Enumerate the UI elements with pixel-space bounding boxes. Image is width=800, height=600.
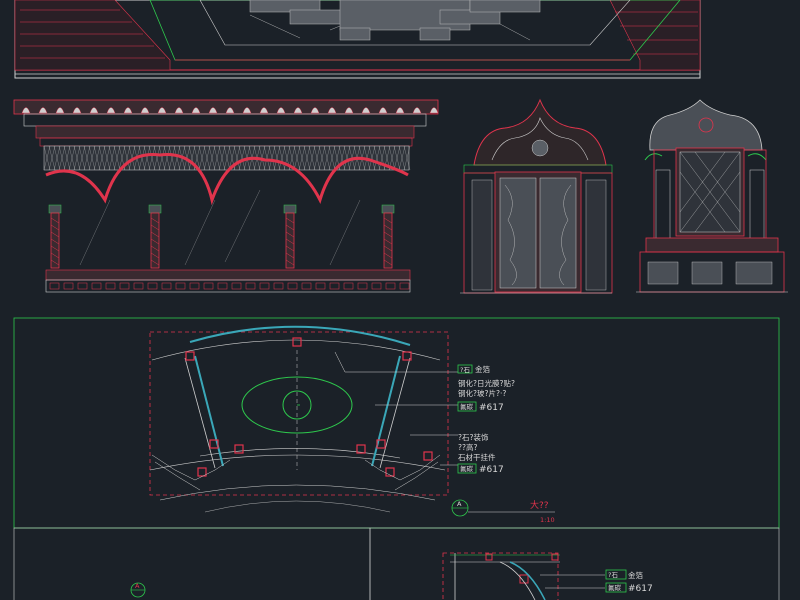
- frieze-ornament: [378, 107, 388, 114]
- note-b-line2: ??高?: [458, 442, 477, 452]
- base-ornament: [175, 282, 186, 290]
- base-ornament: [77, 282, 88, 290]
- plan-detail: ?石 金箔 钢化?日光膜?贴? 钢化?玻?片?·? 氟碳 #617 ?石?装饰 …: [13, 317, 780, 529]
- frieze-ornament: [89, 107, 99, 114]
- column-shaft: [383, 212, 393, 269]
- base-ornament: [133, 282, 144, 290]
- note-a-line2: 钢化?玻?片?·?: [458, 388, 506, 398]
- right-stair-hatch: [609, 0, 701, 71]
- note-b-line3: 石材干挂件: [458, 452, 496, 462]
- frieze-ornament: [361, 107, 371, 114]
- label-gold-1: 金箔: [475, 364, 490, 374]
- frieze-ornament: [327, 107, 337, 114]
- frieze-ornament: [21, 107, 31, 114]
- frieze-ornament: [344, 107, 354, 114]
- base-ornament: [231, 282, 242, 290]
- frieze-ornament: [276, 107, 286, 114]
- column-shaft: [50, 212, 60, 269]
- frieze-ornament: [242, 107, 252, 114]
- svg-text:A: A: [135, 582, 140, 590]
- svg-text:?石: ?石: [608, 571, 618, 579]
- carved-figures: [249, 0, 541, 41]
- base-ornament: [203, 282, 214, 290]
- frieze-ornament: [55, 107, 65, 114]
- frieze-ornament: [191, 107, 201, 114]
- note-a-line1: 钢化?日光膜?贴?: [458, 378, 515, 388]
- base-ornament: [259, 282, 270, 290]
- base-ornament: [119, 282, 130, 290]
- column-shaft: [285, 212, 295, 269]
- base-ornament: [371, 282, 382, 290]
- frieze-ornament: [225, 107, 235, 114]
- base-ornament: [49, 282, 60, 290]
- frieze-ornament: [123, 107, 133, 114]
- base-ornament: [91, 282, 102, 290]
- label-paint-2: #617: [479, 465, 504, 475]
- bottom-detail: A ?石 金箔 氟碳 #617: [13, 527, 780, 600]
- column-capital: [283, 204, 297, 214]
- note-b-line1: ?石?装饰: [458, 432, 489, 442]
- base-ornament: [245, 282, 256, 290]
- detail-gold: 金箔: [628, 570, 643, 580]
- base-ornament: [189, 282, 200, 290]
- frieze-ornament: [429, 107, 439, 114]
- left-stair-hatch: [14, 0, 171, 71]
- annotation-tag-gold-1: ?石 金箔: [457, 364, 490, 374]
- base-ornament: [217, 282, 228, 290]
- base-ornament: [287, 282, 298, 290]
- arcade-elevation: [13, 99, 439, 293]
- annotation-tag-paint-2: 氟碳 #617: [457, 463, 504, 475]
- column-capital: [148, 204, 162, 214]
- svg-text:氟碳: 氟碳: [460, 464, 474, 473]
- frieze-ornament: [106, 107, 116, 114]
- frieze-ornament: [38, 107, 48, 114]
- detail-tag-paint: 氟碳 #617: [605, 582, 653, 594]
- frieze-ornament: [310, 107, 320, 114]
- svg-text:?石: ?石: [460, 366, 470, 374]
- frieze-ornament: [259, 107, 269, 114]
- shrine-elevation: [636, 99, 788, 293]
- section-title: 大??: [530, 499, 549, 511]
- base-ornament: [343, 282, 354, 290]
- section-scale: 1:10: [540, 516, 555, 524]
- section-mark: A: [457, 500, 462, 508]
- base-ornament: [329, 282, 340, 290]
- base-ornament: [63, 282, 74, 290]
- annotation-tag-paint-1: 氟碳 #617: [457, 401, 504, 413]
- base-ornament: [161, 282, 172, 290]
- base-ornament: [105, 282, 116, 290]
- north-arrow-icon: A: [130, 582, 146, 598]
- frieze-ornament: [157, 107, 167, 114]
- frieze-ornament: [208, 107, 218, 114]
- detail-paint: #617: [628, 584, 653, 594]
- svg-text:氟碳: 氟碳: [608, 583, 622, 592]
- frieze-ornament: [72, 107, 82, 114]
- detail-tag-gold: ?石 金箔: [605, 569, 643, 580]
- base-ornament: [315, 282, 326, 290]
- label-paint-1: #617: [479, 403, 504, 413]
- svg-text:氟碳: 氟碳: [460, 402, 474, 411]
- column-capital: [381, 204, 395, 214]
- top-elevation: [14, 0, 701, 79]
- frieze-ornament: [293, 107, 303, 114]
- column-shaft: [150, 212, 160, 269]
- frieze-ornament: [140, 107, 150, 114]
- base-ornament: [273, 282, 284, 290]
- frieze-ornament: [412, 107, 422, 114]
- base-ornament: [399, 282, 410, 290]
- marker-squares: [185, 337, 433, 477]
- frieze-ornament: [395, 107, 405, 114]
- base-ornament: [147, 282, 158, 290]
- section-title-block: A 大?? 1:10: [451, 499, 555, 524]
- base-ornament: [385, 282, 396, 290]
- base-ornament: [301, 282, 312, 290]
- column-capital: [48, 204, 62, 214]
- frieze-ornament: [174, 107, 184, 114]
- base-ornament: [357, 282, 368, 290]
- door-elevation: [460, 98, 613, 294]
